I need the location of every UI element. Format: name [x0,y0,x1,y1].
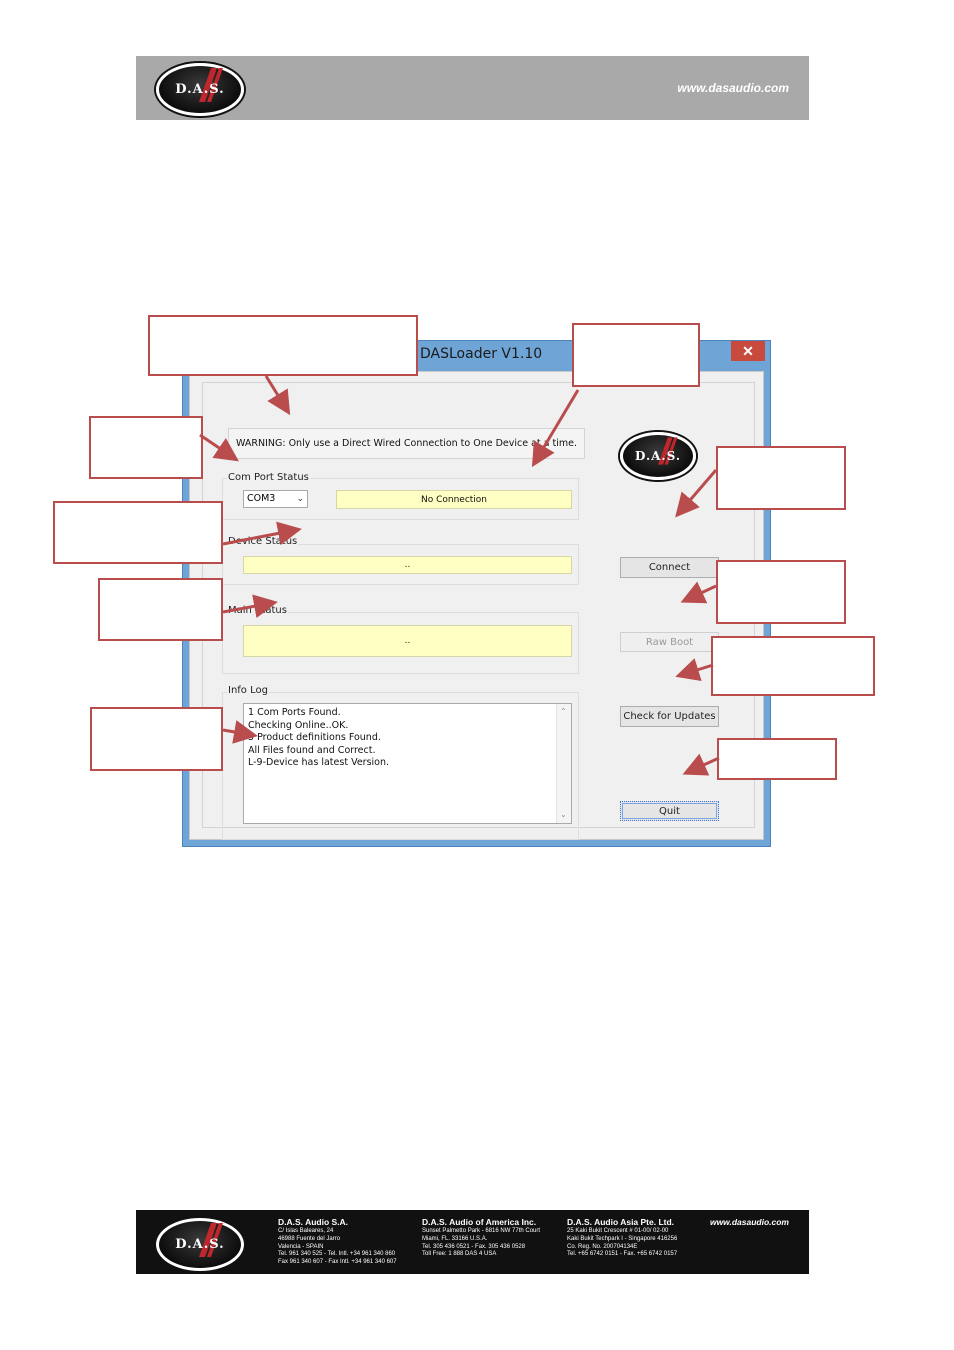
annotation-box-main-status [98,578,223,641]
office-line: Co. Reg. No. 200704134E [567,1243,638,1250]
annotation-box-connect [716,446,846,510]
check-updates-button[interactable]: Check for Updates [620,706,719,727]
title-bar[interactable]: DASLoader V1.10 ✕ [183,341,770,371]
office-spain: D.A.S. Audio S.A. C/ Islas Baleares, 24 … [278,1217,397,1267]
chevron-down-icon: ⌄ [296,494,304,504]
office-line: Miami, FL. 33166 U.S.A. [422,1235,488,1242]
device-status-label: Device Status [227,536,299,547]
office-line: Tel. 961 340 525 - Tel. Intl. +34 961 34… [278,1251,396,1258]
office-line: Toll Free: 1 888 DAS 4 USA [422,1251,497,1258]
log-line: Checking Online..OK. [248,719,349,731]
main-status-group [222,612,579,674]
office-line: 46988 Fuente del Jarro [278,1235,341,1242]
log-line: L-9-Device has latest Version. [248,757,390,768]
close-icon: ✕ [742,343,754,359]
das-logo: D.A.S. [156,63,244,116]
device-status-group [222,544,579,585]
connect-button[interactable]: Connect [620,557,719,578]
annotation-box-info-log [90,707,223,771]
main-status-field: .. [243,625,572,657]
annotation-box-connection [572,323,700,387]
header-banner: D.A.S. www.dasaudio.com [136,56,809,120]
raw-boot-button[interactable]: Raw Boot [620,632,719,652]
device-status-field: .. [243,556,572,574]
info-log-scrollbar[interactable]: ⌃ ⌄ [556,704,571,823]
office-line: Sunset Palmetto Park - 6816 NW 77th Cour… [422,1228,541,1234]
window-das-logo: D.A.S. [620,432,696,480]
info-log-textarea[interactable]: 1 Com Ports Found. Checking Online..OK. … [243,703,572,824]
annotation-box-com-port [89,416,203,479]
connection-status-field: No Connection [336,490,572,509]
office-name: D.A.S. Audio Asia Pte. Ltd. [567,1217,675,1227]
office-line: 25 Kaki Bukit Crescent # 01-00/ 02-00 [567,1228,669,1234]
office-america: D.A.S. Audio of America Inc. Sunset Palm… [422,1217,540,1259]
dasloader-window: DASLoader V1.10 ✕ WARNING: Only use a Di… [182,340,771,847]
office-name: D.A.S. Audio S.A. [278,1217,349,1227]
window-client-area: WARNING: Only use a Direct Wired Connect… [189,371,764,840]
info-log-label: Info Log [227,685,269,696]
com-port-select[interactable]: COM3 ⌄ [243,490,308,508]
window-title: DASLoader V1.10 [420,346,543,362]
log-line: 5 Product definitions Found. [248,732,381,743]
logo-mark-icon [199,68,223,102]
footer-banner: D.A.S. D.A.S. Audio S.A. C/ Islas Balear… [136,1210,809,1274]
com-port-selected: COM3 [247,493,276,504]
logo-mark-icon [658,437,678,465]
annotation-box-device-status [53,501,223,564]
office-line: Tel. 305 436 0521 - Fax. 305 436 0528 [422,1243,526,1250]
office-line: Kaki Bukit Techpark I - Singapore 416256 [567,1235,678,1242]
footer-url: www.dasaudio.com [709,1217,789,1227]
annotation-box-raw-boot [716,560,846,624]
office-line: Valencia - SPAIN [278,1243,324,1250]
log-line: 1 Com Ports Found. [248,707,341,718]
office-asia: D.A.S. Audio Asia Pte. Ltd. 25 Kaki Buki… [567,1217,677,1259]
warning-message: WARNING: Only use a Direct Wired Connect… [228,428,585,459]
annotation-box-updates [711,636,875,696]
quit-button[interactable]: Quit [620,801,719,821]
header-url: www.dasaudio.com [677,81,789,95]
com-port-label: Com Port Status [227,472,310,483]
annotation-box-quit [717,738,837,780]
footer-logo-text: D.A.S. [175,1237,225,1252]
logo-mark-icon [199,1223,223,1257]
office-line: Fax 961 340 607 - Fax Intl. +34 961 340 … [278,1259,397,1266]
log-line: All Files found and Correct. [248,744,376,756]
office-line: Tel. +65 6742 0151 - Fax. +65 6742 0157 [567,1251,678,1258]
footer-das-logo: D.A.S. [156,1218,244,1271]
scroll-down-icon[interactable]: ⌄ [560,809,567,819]
scroll-up-icon[interactable]: ⌃ [560,707,567,716]
office-name: D.A.S. Audio of America Inc. [422,1217,537,1227]
office-line: C/ Islas Baleares, 24 [278,1228,334,1234]
window-logo-text: D.A.S. [634,449,682,463]
annotation-box-warning [148,315,418,376]
logo-text: D.A.S. [175,82,225,97]
close-button[interactable]: ✕ [731,341,765,361]
main-status-label: Main Status [227,605,288,616]
com-port-group [222,478,579,520]
